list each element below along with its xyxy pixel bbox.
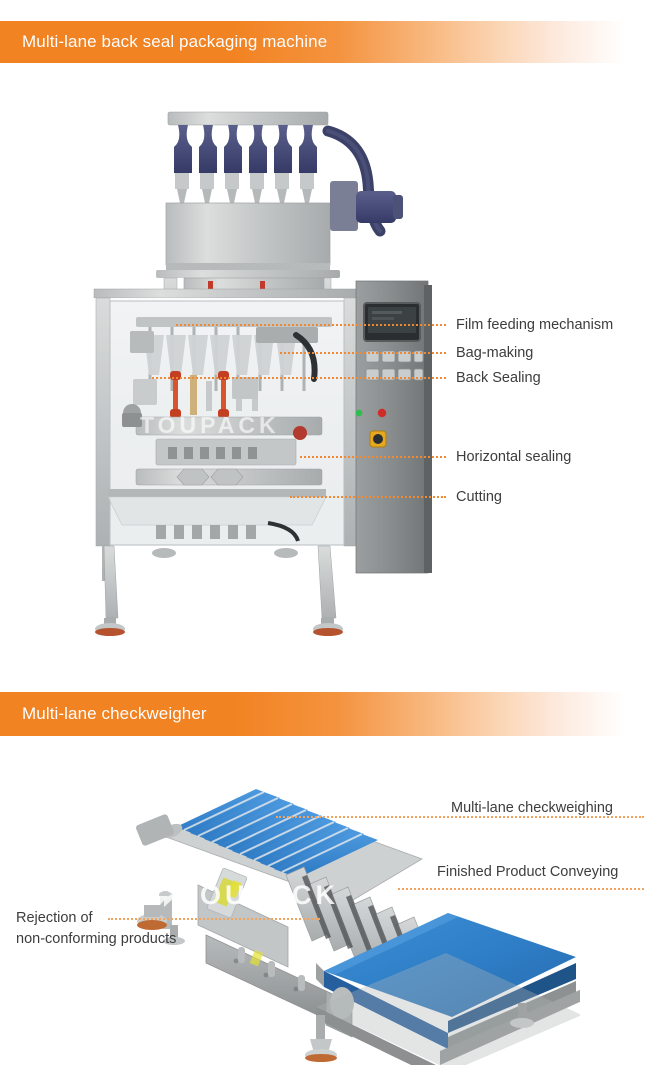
back-seal-machine-image: TOUPACK [60, 95, 440, 655]
section-header-back-seal: Multi-lane back seal packaging machine [0, 21, 650, 63]
leader-cutting [290, 496, 446, 498]
section-title-back-seal: Multi-lane back seal packaging machine [22, 32, 328, 51]
label-finished-product-conveying: Finished Product Conveying [437, 864, 619, 880]
watermark-logo-icon [130, 881, 178, 907]
leader-finished-product-conveying [398, 888, 644, 890]
label-bag-making: Bag-making [456, 345, 534, 361]
checkweigher-illustration [136, 789, 580, 1065]
label-cutting: Cutting [456, 489, 502, 505]
section-header-checkweigher: Multi-lane checkweigher [0, 692, 650, 736]
leader-bag-making [280, 352, 446, 354]
checkweigher-machine-image: TOUPACK [110, 775, 580, 1065]
leader-film-feeding [176, 324, 446, 326]
machine-illustration [93, 111, 432, 636]
leader-back-sealing [152, 377, 446, 379]
label-film-feeding-mechanism: Film feeding mechanism [456, 317, 614, 333]
label-rejection-non-conforming: Rejection of non-conforming products [16, 908, 176, 950]
label-horizontal-sealing: Horizontal sealing [456, 449, 572, 465]
label-back-sealing: Back Sealing [456, 370, 541, 386]
header-gradient-bar-2 [0, 692, 650, 736]
leader-multi-lane-checkweighing [276, 816, 644, 818]
header-gradient-bar [0, 21, 650, 63]
label-rejection-line1: Rejection of [16, 910, 93, 926]
label-rejection-line2: non-conforming products [16, 931, 177, 948]
leader-rejection [108, 918, 320, 920]
leader-horizontal-sealing [300, 456, 446, 458]
section-title-checkweigher: Multi-lane checkweigher [22, 704, 207, 723]
label-multi-lane-checkweighing: Multi-lane checkweighing [451, 800, 613, 816]
